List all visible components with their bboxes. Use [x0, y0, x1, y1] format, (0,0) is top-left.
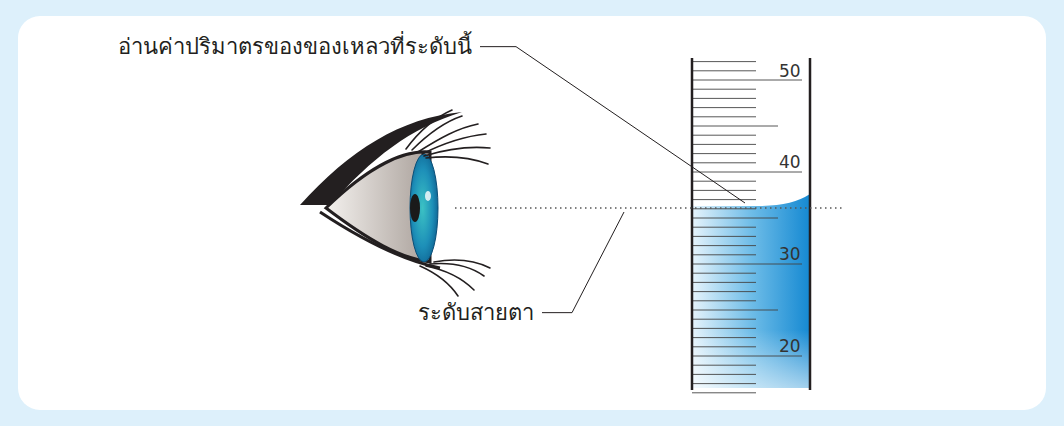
scale-tick — [692, 245, 756, 246]
scale-tick — [692, 98, 756, 99]
scale-tick — [692, 310, 778, 311]
scale-number: 40 — [779, 153, 801, 173]
scale-tick — [692, 319, 756, 320]
scale-tick — [692, 346, 756, 347]
scale-tick — [692, 135, 756, 136]
scale-tick — [692, 116, 756, 117]
cylinder-wall — [809, 58, 812, 390]
scale-tick — [692, 273, 756, 274]
scale-number: 20 — [779, 337, 801, 357]
panel — [18, 16, 1046, 410]
scale-tick — [692, 144, 756, 145]
scale-tick — [692, 126, 778, 127]
eye — [300, 110, 490, 296]
scale-tick — [692, 181, 756, 182]
cylinder-wall — [691, 58, 694, 390]
callout-text: ระดับสายตา — [418, 300, 534, 325]
scale-tick — [692, 153, 756, 154]
scale-number: 30 — [779, 245, 801, 265]
scale-tick — [692, 383, 756, 384]
eye-level-line — [455, 207, 842, 208]
scale-tick — [692, 282, 756, 283]
scale-tick — [692, 70, 756, 71]
scale-ticks — [692, 62, 802, 393]
leader-line — [480, 47, 745, 203]
scale-tick — [692, 328, 756, 329]
liquid — [692, 194, 810, 388]
scale-tick — [692, 254, 756, 255]
callout-text: อ่านค่าปริมาตรของของเหลวที่ระดับนี้ — [118, 34, 472, 59]
scale-tick — [692, 300, 756, 301]
scale-tick — [692, 162, 756, 163]
scale-tick — [692, 291, 756, 292]
scale-number: 50 — [779, 62, 801, 82]
scale-tick — [692, 218, 778, 219]
scale-tick — [692, 199, 756, 200]
scale-tick — [692, 190, 756, 191]
leader-line — [542, 212, 624, 313]
scale-tick — [692, 227, 756, 228]
scale-tick — [692, 236, 756, 237]
scale-tick — [692, 61, 756, 62]
scale-tick — [692, 365, 756, 366]
scale-tick — [692, 374, 756, 375]
scale-tick — [692, 392, 756, 393]
scale-tick — [692, 337, 756, 338]
scale-tick — [692, 89, 756, 90]
scale-tick — [692, 107, 756, 108]
liquid-fade — [692, 194, 810, 388]
